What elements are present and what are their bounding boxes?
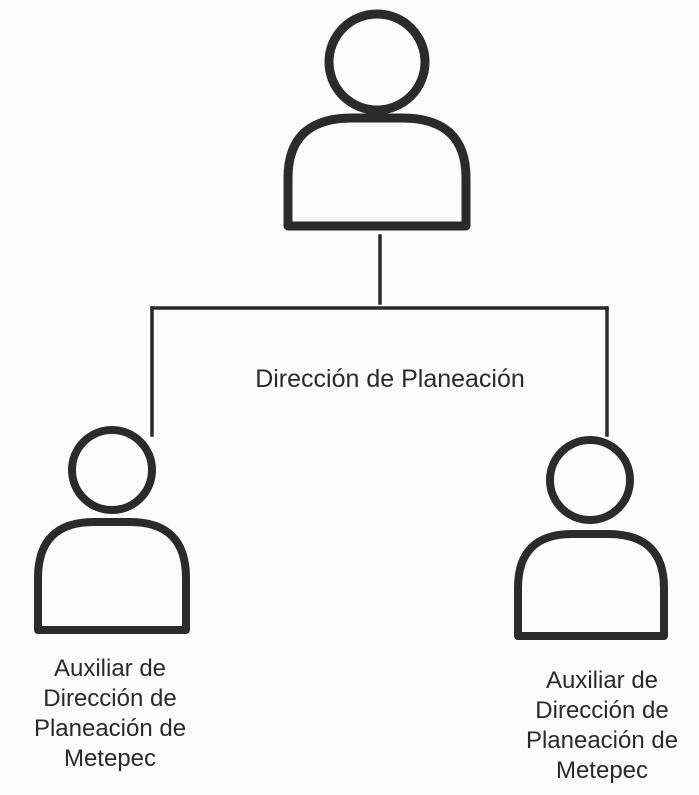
person-icon (34, 426, 190, 634)
child-node-label: Auxiliar de Dirección de Planeación de M… (525, 667, 679, 784)
person-icon (514, 436, 668, 640)
top-node-label: Dirección de Planeación (255, 365, 525, 393)
child-node-label: Auxiliar de Dirección de Planeación de M… (33, 655, 187, 772)
person-icon (283, 9, 471, 231)
connector-lines (150, 234, 609, 437)
